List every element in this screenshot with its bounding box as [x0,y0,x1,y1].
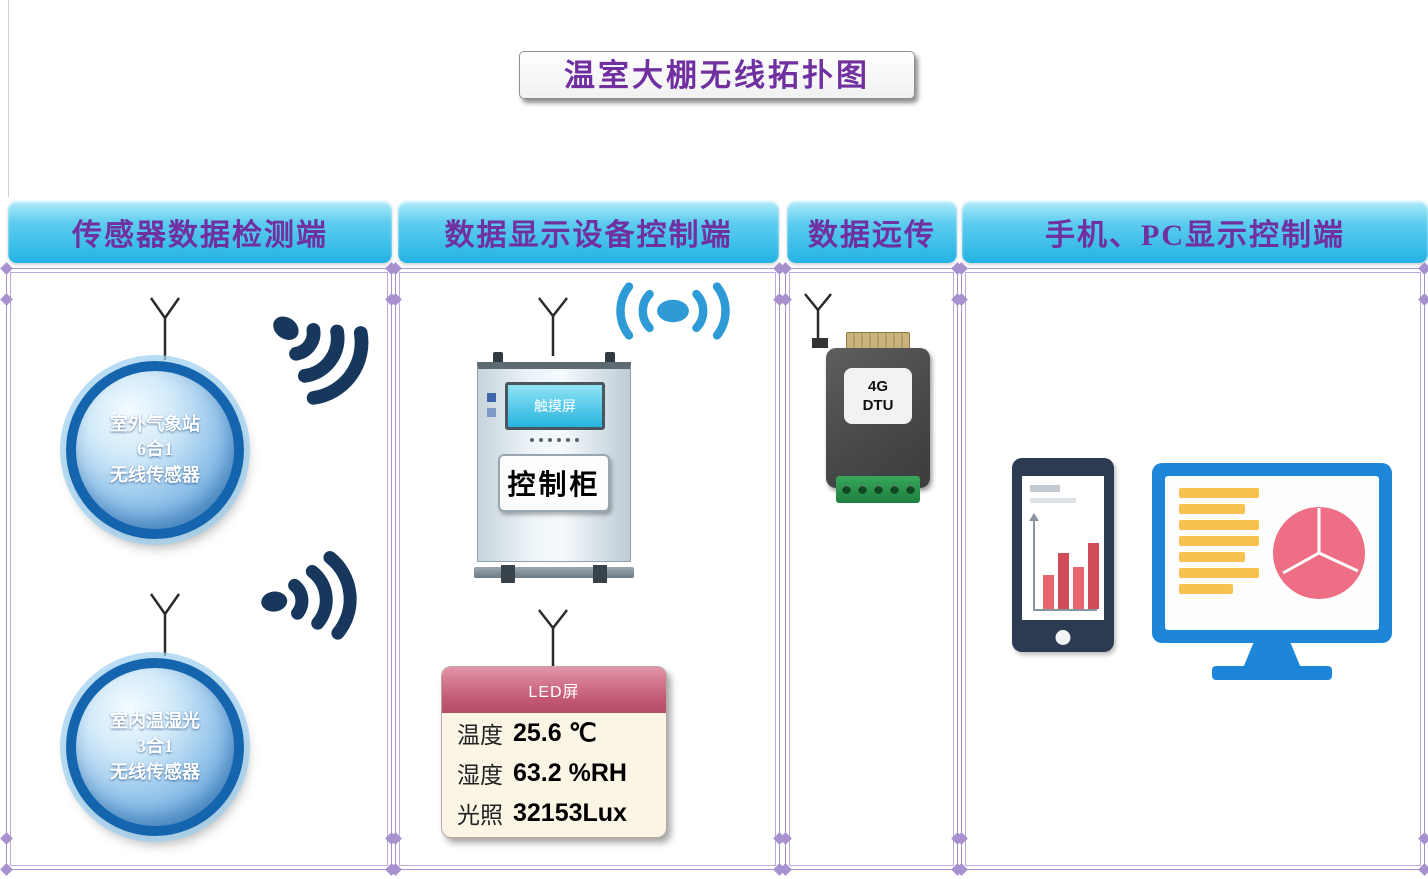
pc-monitor-icon [1152,463,1392,643]
radio-waves-icon [273,316,369,405]
indoor-sensor-label: 室内温湿光 [110,711,200,732]
column-header-sensors: 传感器数据检测端 [8,200,392,263]
cabinet-base [474,567,634,578]
frame-ornament [0,832,13,845]
touch-screen: 触摸屏 [505,382,605,430]
frame-ornament [1418,293,1428,306]
phone-chart-bar [1043,575,1054,609]
outdoor-sensor-sphere: 室外气象站 6合1 无线传感器 [66,361,244,539]
outdoor-sensor-label: 无线传感器 [110,464,200,485]
column-header-remote: 数据远传 [787,200,957,263]
indoor-sensor-sphere: 室内温湿光 3合1 无线传感器 [66,658,244,836]
cabinet-label: 控制柜 [498,454,610,512]
smartphone-icon [1012,458,1114,652]
cabinet-peg [605,352,615,370]
cabinet-peg [493,352,503,370]
monitor-text-lines [1179,488,1263,594]
cabinet-vents [478,438,630,442]
frame-ornament [0,262,13,275]
radio-waves-icon [261,551,357,640]
humidity-value: 63.2 %RH [513,758,627,787]
phone-home-button [1055,630,1071,645]
control-cabinet: 触摸屏 控制柜 [474,352,634,588]
page-edge-line [8,0,9,197]
antenna-icon [804,293,832,342]
phone-chart-baseline [1033,609,1097,611]
phone-chart-axis [1029,513,1039,610]
phone-text-line [1030,498,1076,503]
cabinet-body: 触摸屏 控制柜 [474,362,634,578]
phone-chart-bar [1088,543,1099,609]
frame-phone-pc [955,262,1428,876]
diagram-title: 温室大棚无线拓扑图 [519,51,915,99]
antenna-icon [149,593,181,656]
4g-dtu-device: 4G DTU [826,332,930,508]
monitor-stand [1243,643,1301,668]
light-label: 光照 [457,803,503,828]
outdoor-sensor-label: 6合1 [137,439,173,460]
phone-chart-bar [1058,553,1069,609]
phone-chart-bar [1073,567,1084,609]
indoor-sensor-label: 无线传感器 [110,761,200,782]
dtu-label-dtu: DTU [862,397,894,414]
led-row-temperature: 温度 25.6 ℃ [442,713,666,753]
wifi-signal-icon [616,282,730,340]
frame-ornament [0,293,13,306]
cabinet-leg [593,565,607,583]
light-value: 32153Lux [513,798,627,827]
temperature-label: 温度 [457,723,503,748]
dtu-label-4g: 4G [867,377,888,395]
frame-sensors [0,262,398,876]
led-display-panel: LED屏 温度 25.6 ℃ 湿度 63.2 %RH 光照 32153Lux [441,666,667,838]
antenna-connector [812,338,828,348]
column-header-phone-pc: 手机、PC显示控制端 [962,200,1428,263]
antenna-icon [149,297,181,360]
outdoor-sensor-label: 室外气象站 [110,414,200,435]
frame-display [389,262,786,876]
cabinet-leg [501,565,515,583]
phone-screen [1022,476,1104,620]
dtu-body: 4G DTU [826,348,930,488]
monitor-base [1212,666,1332,680]
dtu-label: 4G DTU [844,368,912,424]
frame-ornament [1418,863,1428,876]
dtu-terminal-block [836,476,920,503]
indoor-sensor-label: 3合1 [137,736,173,757]
pie-chart-icon [1273,507,1365,599]
temperature-value: 25.6 ℃ [513,719,597,747]
led-row-humidity: 湿度 63.2 %RH [442,753,666,793]
frame-ornament [1418,262,1428,275]
led-panel-header: LED屏 [442,667,666,713]
frame-remote [779,262,964,876]
led-row-light: 光照 32153Lux [442,793,666,833]
monitor-screen [1165,476,1379,630]
antenna-icon [538,297,568,356]
phone-text-line [1030,485,1060,492]
column-header-display: 数据显示设备控制端 [398,200,779,263]
antenna-icon [538,609,568,666]
frame-ornament [0,863,13,876]
cabinet-indicator-lights [487,393,496,402]
humidity-label: 湿度 [457,763,503,788]
frame-ornament [1418,832,1428,845]
